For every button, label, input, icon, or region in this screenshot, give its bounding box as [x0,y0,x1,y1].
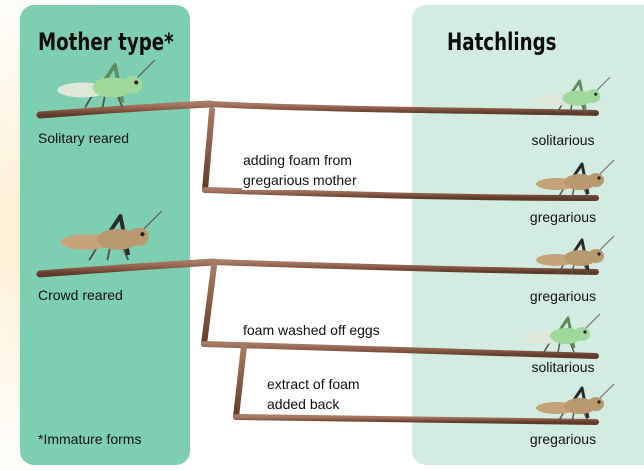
grasshopper-hatchling-1 [536,77,610,113]
mother-label-crowd: Crowd reared [38,285,123,305]
grasshopper-hatchling-2 [536,160,614,198]
mother-type-header: Mother type* [38,28,174,56]
footnote: *Immature forms [38,429,141,449]
grasshopper-hatchling-4 [522,314,600,352]
note-foam-washed-text: foam washed off eggs [243,320,380,340]
note-foam-added-line1: adding foam from [243,150,357,170]
twig-fork-middle [204,266,214,344]
note-extract: extract of foam added back [266,374,361,414]
note-foam-added: adding foam from gregarious mother [242,150,358,190]
twig-fork-lower [236,346,244,417]
hatchling-label-1: solitarious [508,131,618,149]
hatchling-label-3: gregarious [508,287,618,305]
twig-mother-crowd [40,262,214,274]
twig-mother-solitary [40,104,210,115]
grasshopper-mother-solitary [58,60,156,108]
twig-branch-solitarious [210,104,596,113]
twig-branch-extract [236,417,596,422]
grasshopper-mother-crowd [61,211,162,260]
twig-fork-top [205,110,212,190]
mother-label-solitary: Solitary reared [38,128,129,148]
twig-branch-washed [204,344,596,356]
note-foam-washed: foam washed off eggs [242,320,381,340]
note-foam-added-line2: gregarious mother [243,170,357,190]
grasshopper-hatchling-5 [536,384,614,422]
note-extract-line2: added back [267,394,360,414]
hatchling-label-4: solitarious [508,358,618,376]
hatchling-label-5: gregarious [508,430,618,448]
twig-branch-gregarious [214,262,596,272]
hatchling-label-2: gregarious [508,208,618,226]
note-extract-line1: extract of foam [267,374,360,394]
twig-branch-foam-added [205,190,596,198]
hatchlings-header: Hatchlings [447,28,556,56]
